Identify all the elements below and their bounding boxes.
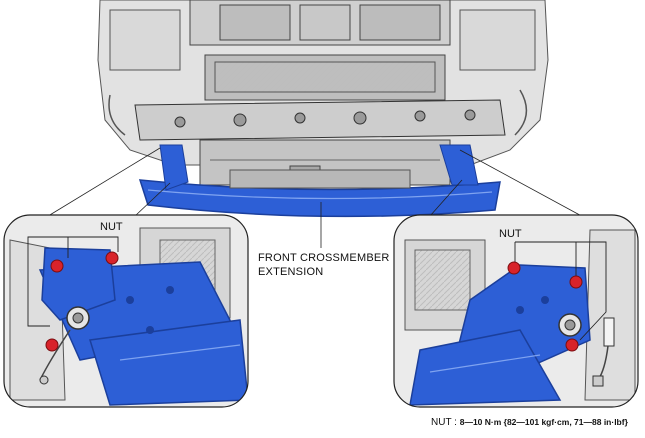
torque-prefix: NUT : xyxy=(431,417,460,428)
callout-line-right-1 xyxy=(459,149,601,227)
front-crossmember-extension xyxy=(138,144,501,218)
nut-marker xyxy=(507,261,521,275)
nut-marker xyxy=(565,338,579,352)
callout-line-right-2 xyxy=(429,179,463,217)
nut-label-right: NUT xyxy=(499,228,522,240)
nut-marker xyxy=(45,338,59,352)
torque-specification: NUT : 8—10 N·m {82—101 kgf·cm, 71—88 in·… xyxy=(431,417,628,428)
part-label-line1: FRONT CROSSMEMBER xyxy=(258,252,390,264)
callout-line-left-1 xyxy=(34,147,161,225)
nut-marker xyxy=(50,259,64,273)
nut-label-left: NUT xyxy=(100,221,123,233)
engine-bay-illustration xyxy=(97,0,549,186)
callout-line-left-2 xyxy=(134,182,171,217)
nut-marker xyxy=(105,251,119,265)
detail-view-right xyxy=(393,214,639,408)
nut-marker xyxy=(569,275,583,289)
part-label-line2: EXTENSION xyxy=(258,266,324,278)
detail-view-left xyxy=(3,214,249,408)
torque-value: 8—10 N·m {82—101 kgf·cm, 71—88 in·lbf} xyxy=(459,417,628,427)
